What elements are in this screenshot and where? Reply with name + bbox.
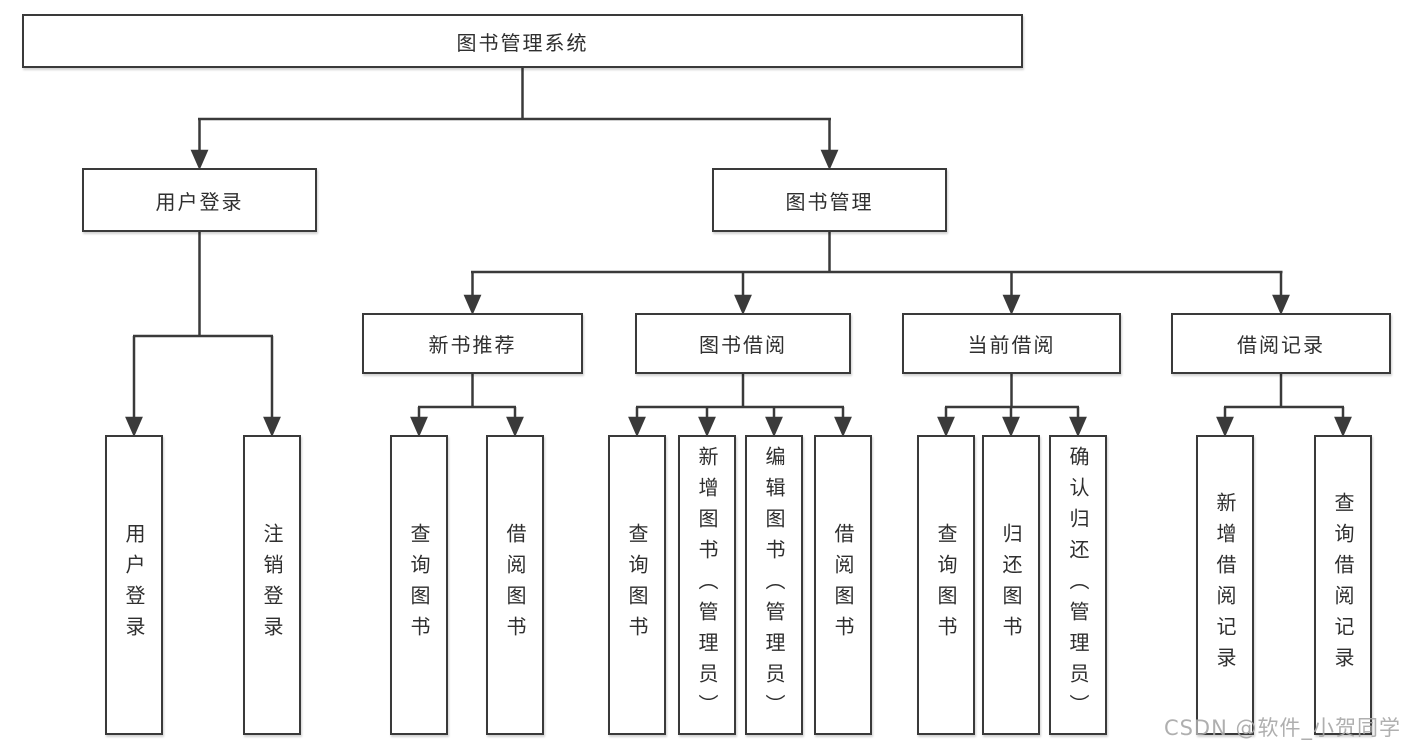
leaf-query-books-current-label: 查询图书 (934, 523, 958, 647)
node-user-login: 用户登录 (82, 168, 317, 232)
connector-book-management-to-level3 (463, 232, 1290, 316)
leaf-user-login: 用户登录 (105, 435, 163, 735)
leaf-borrow-books-recommend-label: 借阅图书 (503, 523, 527, 647)
leaf-query-books-borrow-label: 查询图书 (625, 523, 649, 647)
leaf-query-books-borrow: 查询图书 (608, 435, 666, 735)
connector-new-book-recommend-to-leaves (410, 374, 524, 438)
leaf-user-login-label: 用户登录 (122, 523, 146, 647)
leaf-borrow-books-label: 借阅图书 (831, 523, 855, 647)
leaf-edit-book-admin-label: 编辑图书（管理员） (762, 445, 786, 725)
leaf-logout-label: 注销登录 (260, 523, 284, 647)
leaf-edit-book-admin: 编辑图书（管理员） (745, 435, 803, 735)
node-book-borrow: 图书借阅 (635, 313, 851, 374)
leaf-add-book-admin: 新增图书（管理员） (678, 435, 736, 735)
leaf-add-book-admin-label: 新增图书（管理员） (695, 445, 719, 725)
node-book-management: 图书管理 (712, 168, 947, 232)
leaf-query-books-current: 查询图书 (917, 435, 975, 735)
node-borrow-records: 借阅记录 (1171, 313, 1391, 374)
leaf-query-books-recommend: 查询图书 (390, 435, 448, 735)
csdn-watermark: CSDN @软件_小贺同学 (1163, 716, 1401, 740)
node-root-label: 图书管理系统 (456, 30, 589, 55)
leaf-borrow-books: 借阅图书 (814, 435, 872, 735)
leaf-return-book-label: 归还图书 (999, 523, 1023, 647)
node-book-borrow-label: 图书借阅 (699, 333, 787, 357)
connector-borrow-records-to-leaves (1216, 374, 1352, 438)
connector-root-to-level2 (190, 68, 839, 171)
leaf-confirm-return-admin-label: 确认归还（管理员） (1066, 445, 1090, 725)
connector-book-borrow-to-leaves (628, 374, 852, 438)
node-book-management-label: 图书管理 (785, 189, 874, 214)
leaf-query-books-recommend-label: 查询图书 (407, 523, 431, 647)
leaf-query-borrow-record-label: 查询借阅记录 (1331, 492, 1355, 678)
node-current-borrow-label: 当前借阅 (967, 333, 1056, 357)
connector-current-borrow-to-leaves (937, 374, 1087, 438)
node-borrow-records-label: 借阅记录 (1237, 333, 1325, 357)
leaf-return-book: 归还图书 (982, 435, 1040, 735)
leaf-confirm-return-admin: 确认归还（管理员） (1049, 435, 1107, 735)
leaf-add-borrow-record: 新增借阅记录 (1196, 435, 1254, 735)
node-user-login-label: 用户登录 (155, 189, 244, 214)
leaf-query-borrow-record: 查询借阅记录 (1314, 435, 1372, 735)
leaf-borrow-books-recommend: 借阅图书 (486, 435, 544, 735)
node-new-book-recommend: 新书推荐 (362, 313, 583, 374)
leaf-add-borrow-record-label: 新增借阅记录 (1213, 492, 1237, 678)
node-root: 图书管理系统 (22, 14, 1023, 68)
node-current-borrow: 当前借阅 (902, 313, 1121, 374)
node-new-book-recommend-label: 新书推荐 (428, 333, 517, 357)
connector-user-login-to-leaves (125, 232, 281, 438)
leaf-logout: 注销登录 (243, 435, 301, 735)
